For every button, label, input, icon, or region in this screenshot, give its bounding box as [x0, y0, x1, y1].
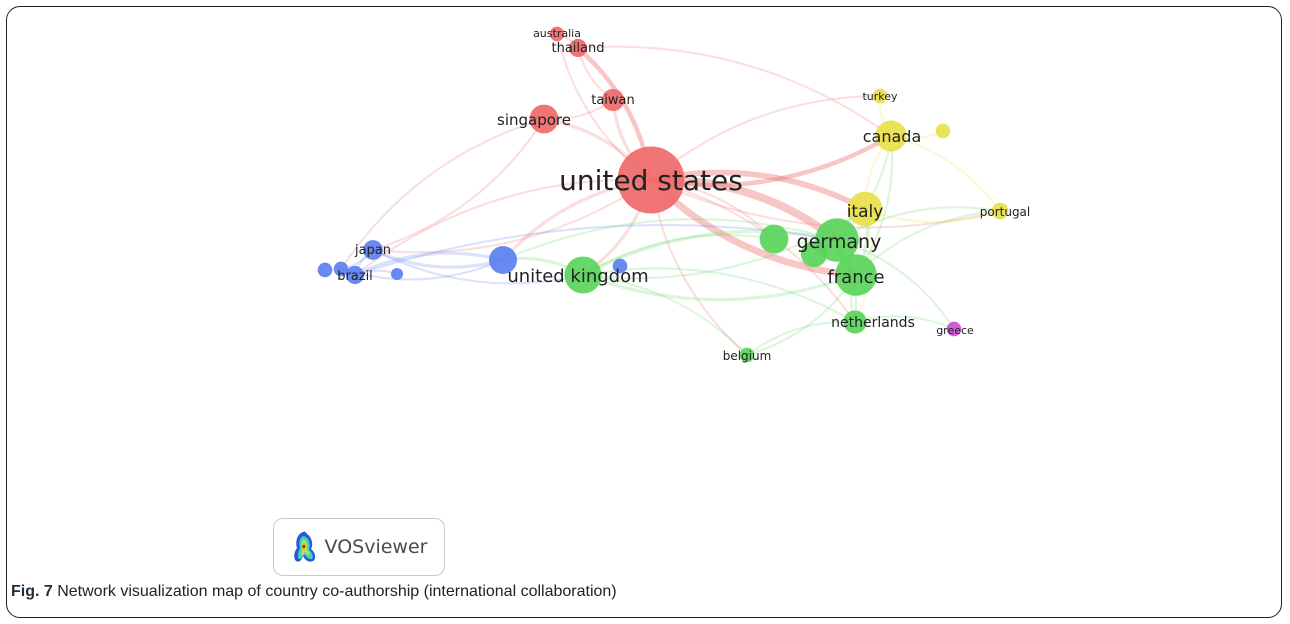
link-blue-hub-japan [372, 248, 504, 269]
node-label-taiwan: taiwan [591, 93, 635, 108]
figure-caption-label: Fig. 7 [11, 583, 53, 600]
node-singapore [529, 104, 559, 134]
node-blue-unlabeled-3 [390, 267, 404, 281]
vosviewer-logo: VOSviewer [273, 518, 445, 576]
node-italy [847, 191, 883, 227]
node-united-kingdom [564, 256, 602, 294]
node-label-italy: italy [847, 202, 884, 222]
labels-layer: united states singapore taiwan thailandaust… [337, 27, 1030, 363]
node-united-states [617, 146, 685, 214]
node-blue-unlabeled-4 [612, 258, 628, 274]
node-blue-hub [489, 246, 517, 274]
node-netherlands [843, 310, 867, 334]
node-label-brazil: brazil [337, 269, 373, 284]
node-belgium [739, 347, 755, 363]
node-australia [549, 26, 565, 42]
node-label-canada: canada [863, 127, 922, 146]
node-label-germany: germany [797, 231, 882, 253]
link-thailand-canada [577, 45, 892, 137]
node-blue-unlabeled-2 [317, 262, 333, 278]
link-singapore-japan [372, 118, 545, 252]
figure-caption-text: Network visualization map of country co-… [52, 583, 617, 600]
node-brazil [345, 265, 365, 285]
link-belgium-united-kingdom [582, 273, 748, 356]
vosviewer-heatmap-icon [293, 531, 315, 562]
node-turkey [872, 88, 888, 104]
link-japan-united-kingdom [372, 249, 584, 285]
link-netherlands-belgium [746, 320, 856, 356]
link-france-united-kingdom [582, 273, 857, 302]
link-canada-portugal [890, 134, 1001, 212]
node-label-turkey: turkey [862, 90, 898, 103]
link-united-states-japan [372, 179, 652, 254]
node-portugal [991, 202, 1009, 220]
node-thailand [568, 38, 588, 58]
node-label-singapore: singapore [497, 111, 571, 129]
figure-caption: Fig. 7 Network visualization map of coun… [11, 583, 617, 601]
vosviewer-logo-text: VOSviewer [324, 536, 428, 558]
node-label-thailand: thailand [552, 41, 605, 56]
node-label-australia: australia [533, 27, 581, 40]
node-japan [363, 240, 383, 260]
link-blue-hub-brazil [354, 251, 504, 277]
node-label-united-kingdom: united kingdom [507, 266, 648, 287]
link-united-states-brazil [354, 178, 652, 276]
node-label-netherlands: netherlands [831, 315, 915, 331]
node-blue-unlabeled-1 [333, 261, 349, 277]
link-green-unlabeled-1-united-kingdom [582, 234, 775, 276]
node-yellow-unlabeled [935, 123, 951, 139]
node-label-portugal: portugal [980, 205, 1031, 219]
nodes-layer [317, 26, 1009, 363]
link-singapore-blue-unlabeled-1 [340, 117, 545, 270]
node-canada [875, 120, 907, 152]
link-germany-united-kingdom [582, 229, 838, 277]
node-label-france: france [827, 267, 884, 288]
node-taiwan [601, 88, 625, 112]
co-authorship-network: united states singapore taiwan thailandaust… [317, 26, 1030, 363]
node-label-united-states: united states [559, 164, 743, 197]
node-green-unlabeled-1 [759, 224, 789, 254]
node-label-greece: greece [936, 324, 974, 337]
node-france [835, 254, 877, 296]
node-green-unlabeled-2 [800, 240, 828, 268]
link-germany-blue-hub [502, 218, 838, 261]
node-label-japan: japan [354, 243, 391, 258]
node-label-belgium: belgium [723, 349, 772, 363]
node-greece [946, 321, 962, 337]
